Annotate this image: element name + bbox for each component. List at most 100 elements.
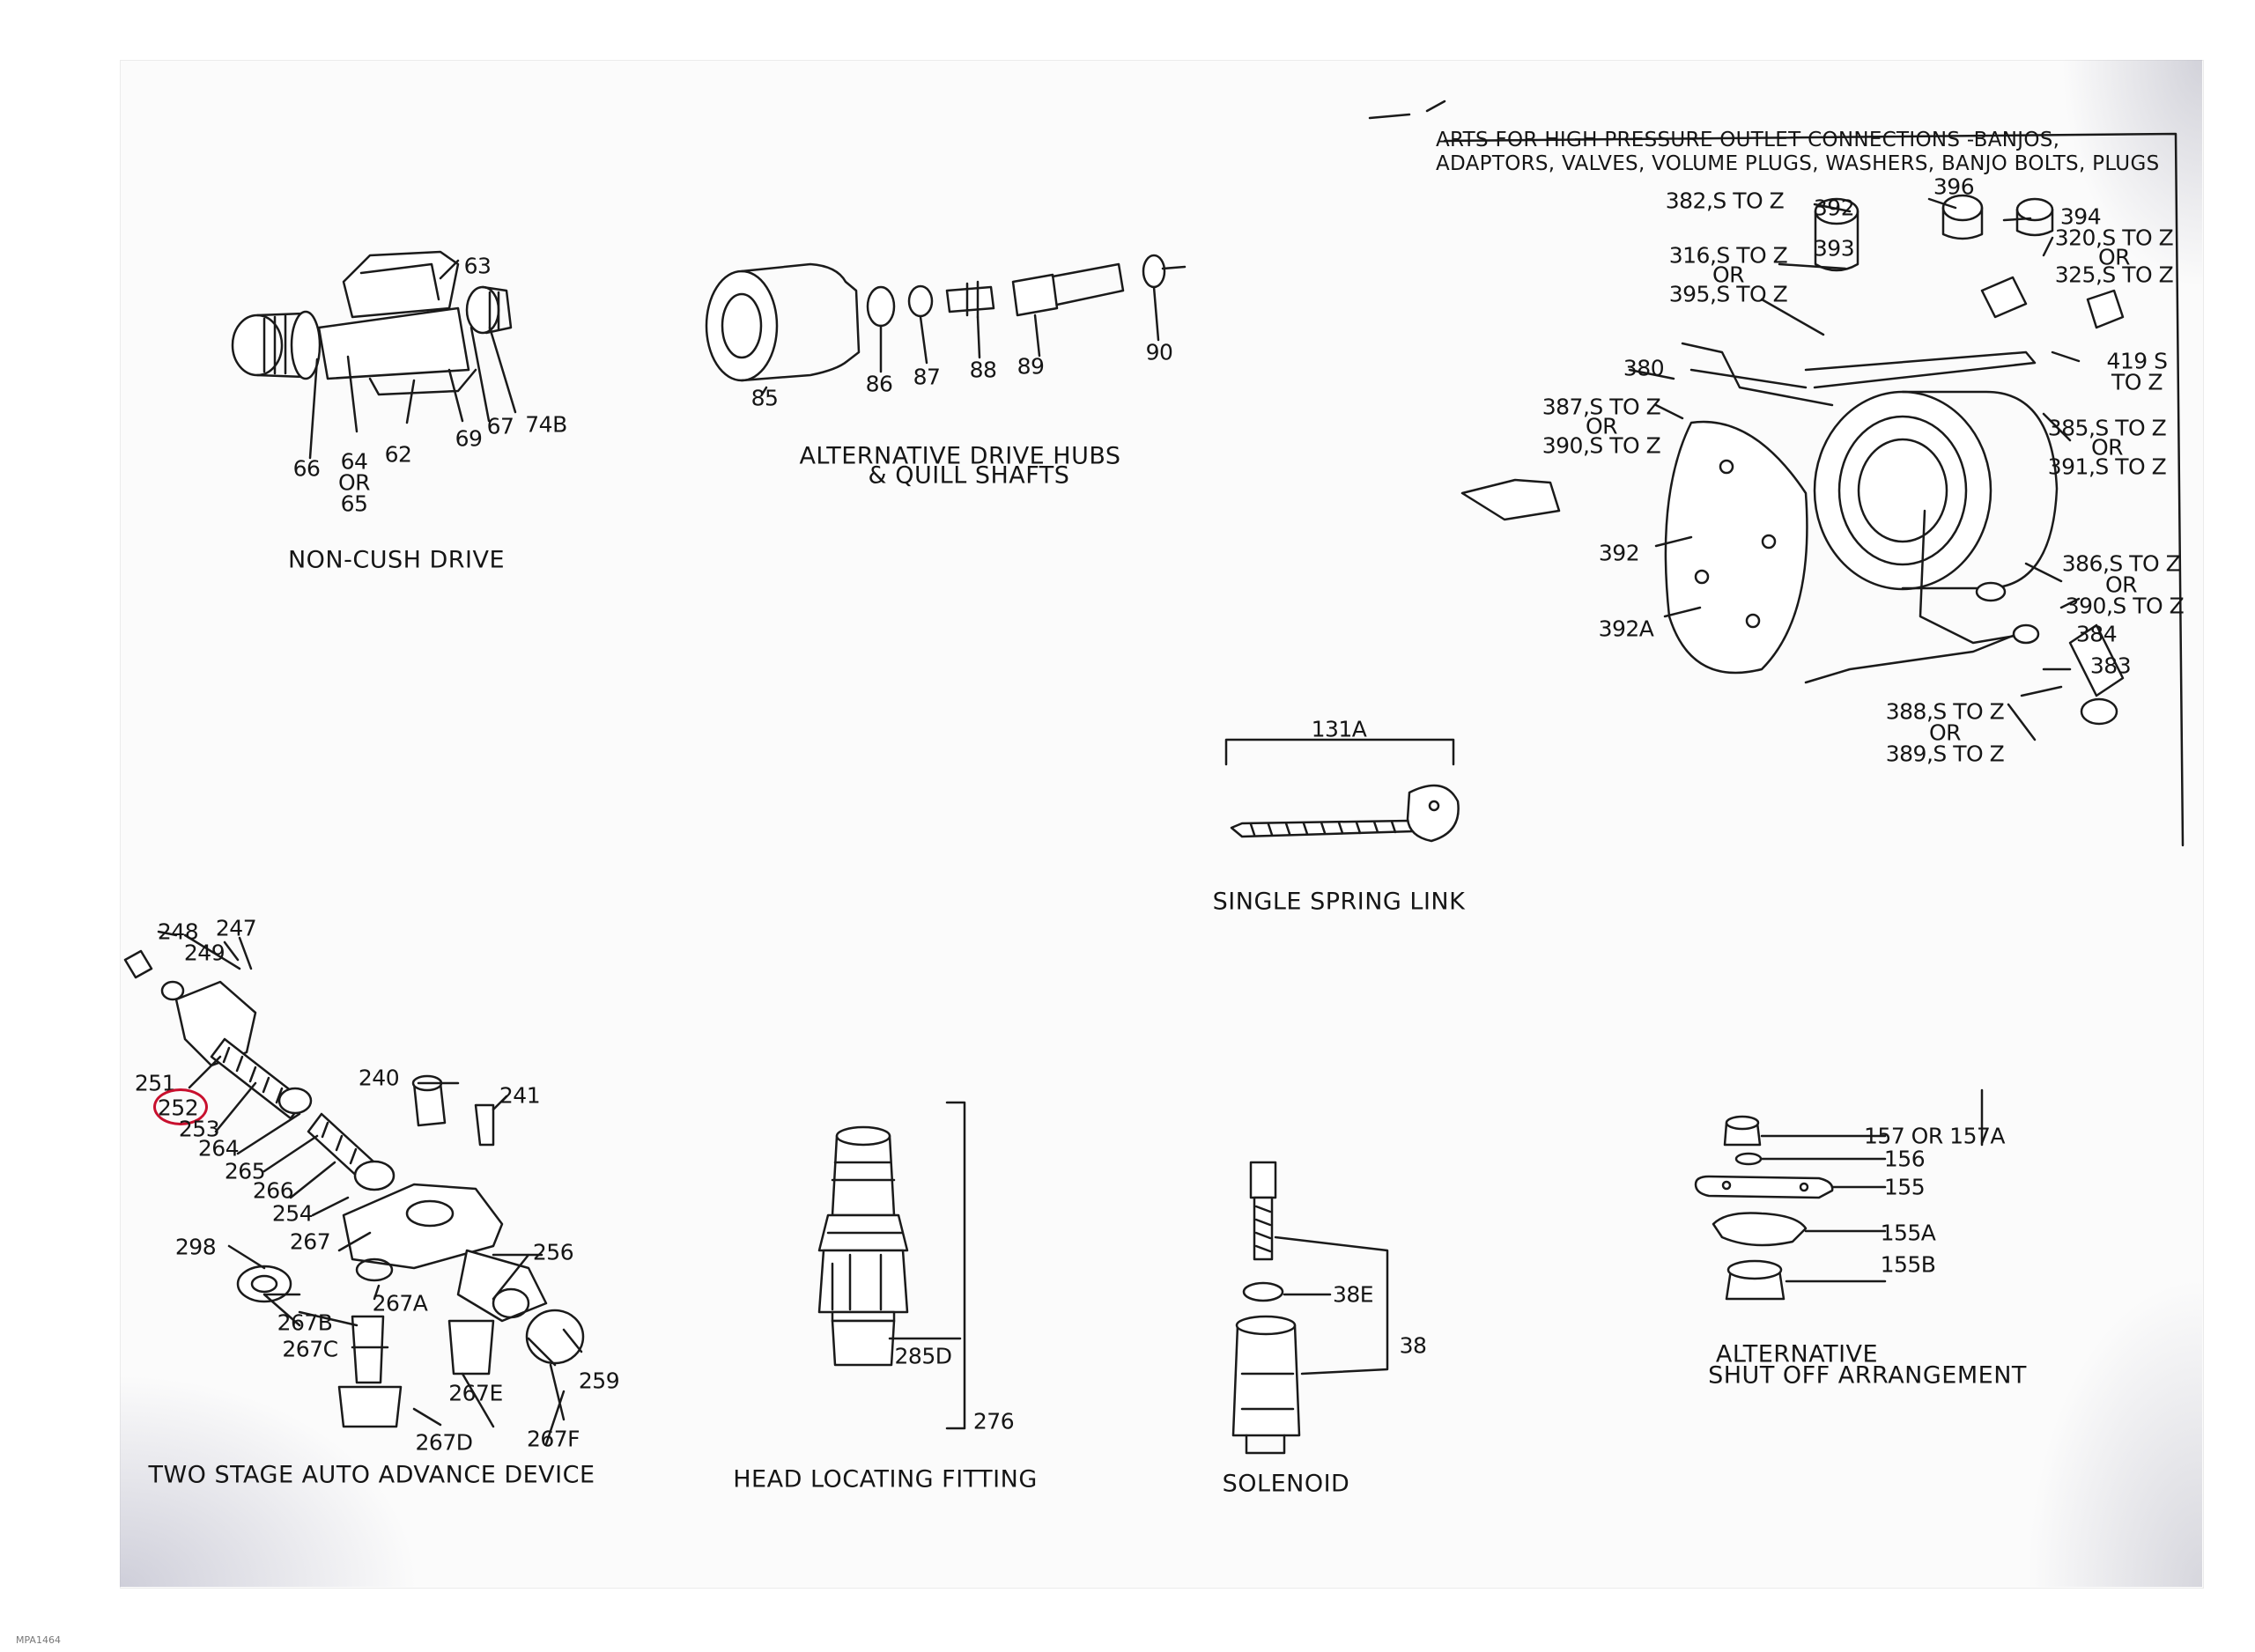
part-label: OR — [1585, 413, 1618, 439]
part-label: OR — [2090, 434, 2124, 461]
part-label: 253 — [178, 1116, 220, 1142]
caption-shutoff: SHUT OFF ARRANGEMENT — [1708, 1361, 2027, 1390]
part-label: 276 — [972, 1408, 1015, 1434]
part-label: 387,S TO Z — [1542, 394, 1661, 420]
part-label: 266 — [252, 1177, 294, 1204]
part-label: 89 — [1017, 353, 1045, 380]
part-label: OR — [337, 469, 371, 496]
part-label: 38E — [1332, 1281, 1374, 1308]
part-label: 390,S TO Z — [1542, 432, 1661, 459]
part-label: 390,S TO Z — [2065, 593, 2185, 619]
solenoid-illustration — [1231, 1161, 1389, 1455]
leader-line — [1628, 197, 2081, 741]
part-label: 256 — [532, 1239, 574, 1265]
part-label: OR — [1928, 719, 1962, 746]
footer-code: MPA1464 — [16, 1634, 61, 1646]
part-label: 254 — [271, 1200, 314, 1227]
part-label: 389,S TO Z — [1885, 741, 2005, 767]
part-label: 267F — [526, 1426, 580, 1452]
part-label: OR — [2097, 244, 2131, 270]
part-label: 88 — [969, 357, 997, 383]
part-label: 240 — [358, 1065, 400, 1091]
part-label: 320,S TO Z — [2054, 225, 2174, 251]
part-label: 249 — [183, 940, 226, 966]
part-label: 393 — [1813, 235, 1855, 262]
part-label: 265 — [224, 1158, 266, 1184]
part-label: 155A — [1880, 1220, 1936, 1246]
part-label: 383 — [2089, 653, 2132, 679]
part-label: 267A — [372, 1290, 428, 1316]
part-label: 155 — [1883, 1174, 1926, 1200]
highlight-circle — [153, 1088, 208, 1125]
part-label: 419 S — [2106, 348, 2168, 374]
part-label: 264 — [197, 1135, 240, 1162]
part-label: 380 — [1623, 355, 1665, 381]
part-label: 267E — [448, 1380, 503, 1406]
part-label: 384 — [2075, 621, 2118, 647]
shutoff-illustration — [1694, 1088, 1984, 1301]
part-label: 385,S TO Z — [2047, 415, 2167, 441]
part-label: 395,S TO Z — [1668, 281, 1788, 307]
part-label: 62 — [384, 441, 412, 468]
part-label: 391,S TO Z — [2047, 454, 2167, 480]
part-label: 63 — [463, 253, 492, 279]
part-label: 67 — [486, 413, 514, 439]
part-label: 382,S TO Z — [1665, 188, 1785, 214]
part-label: 38 — [1399, 1332, 1427, 1359]
head-locating-illustration — [817, 1101, 966, 1430]
part-label: 285D — [894, 1343, 952, 1369]
auto-advance-illustration — [123, 949, 585, 1428]
part-label: 396 — [1933, 173, 1975, 200]
part-label: 157 OR 157A — [1864, 1123, 2005, 1149]
outlet-connections-illustration — [1368, 100, 2185, 847]
part-label: 90 — [1145, 339, 1173, 365]
part-label: 74B — [525, 411, 567, 438]
part-label: 65 — [340, 490, 368, 517]
non-cush-drive-illustration — [231, 250, 517, 460]
part-label: TO Z — [2111, 369, 2163, 395]
part-label: 267D — [415, 1429, 473, 1456]
part-label: 267 — [289, 1228, 331, 1255]
part-label: 69 — [455, 425, 483, 452]
part-label: 325,S TO Z — [2054, 262, 2174, 288]
caption-quill-shafts: & QUILL SHAFTS — [868, 461, 1070, 490]
header-line: ADAPTORS, VALVES, VOLUME PLUGS, WASHERS,… — [1436, 152, 2160, 175]
part-label: 392 — [1598, 540, 1640, 566]
part-label: 392A — [1598, 616, 1654, 642]
leader-line — [157, 930, 566, 1446]
drive-hubs-illustration — [705, 254, 1187, 396]
part-label: 248 — [157, 918, 199, 945]
part-label: 131A — [1311, 716, 1367, 742]
spring-link-illustration — [1224, 738, 1460, 843]
part-label: 64 — [340, 448, 368, 475]
part-label: 259 — [578, 1368, 620, 1394]
part-label: 386,S TO Z — [2061, 550, 2181, 577]
scan-shadow — [2026, 1277, 2202, 1587]
caption-non-cush-drive: NON-CUSH DRIVE — [287, 546, 506, 574]
part-label: 388,S TO Z — [1885, 698, 2005, 725]
caption-solenoid: SOLENOID — [1222, 1470, 1350, 1498]
part-label: 267B — [277, 1309, 333, 1336]
part-label: 85 — [750, 385, 779, 411]
outlet-connections-header: ARTS FOR HIGH PRESSURE OUTLET CONNECTION… — [1436, 129, 2159, 176]
part-label: 247 — [215, 915, 257, 941]
part-label: 241 — [499, 1082, 541, 1109]
part-label: 298 — [174, 1234, 217, 1260]
part-label: 66 — [292, 455, 321, 482]
part-label: 316,S TO Z — [1668, 242, 1788, 269]
header-line: ARTS FOR HIGH PRESSURE OUTLET CONNECTION… — [1436, 129, 2060, 151]
part-label: 394 — [2059, 203, 2102, 230]
scan-shadow — [2061, 60, 2202, 289]
part-label: 392 — [1813, 195, 1855, 221]
part-label: 155B — [1880, 1251, 1936, 1278]
part-label: 87 — [913, 364, 941, 390]
caption-shutoff: ALTERNATIVE — [1715, 1340, 1879, 1368]
caption-drive-hubs: ALTERNATIVE DRIVE HUBS — [799, 442, 1121, 470]
part-label: OR — [2104, 572, 2138, 598]
caption-head-locating: HEAD LOCATING FITTING — [733, 1465, 1038, 1493]
caption-spring-link: SINGLE SPRING LINK — [1212, 888, 1466, 916]
part-label: 86 — [865, 371, 893, 397]
caption-auto-advance: TWO STAGE AUTO ADVANCE DEVICE — [148, 1461, 595, 1489]
part-label: 156 — [1883, 1146, 1926, 1172]
